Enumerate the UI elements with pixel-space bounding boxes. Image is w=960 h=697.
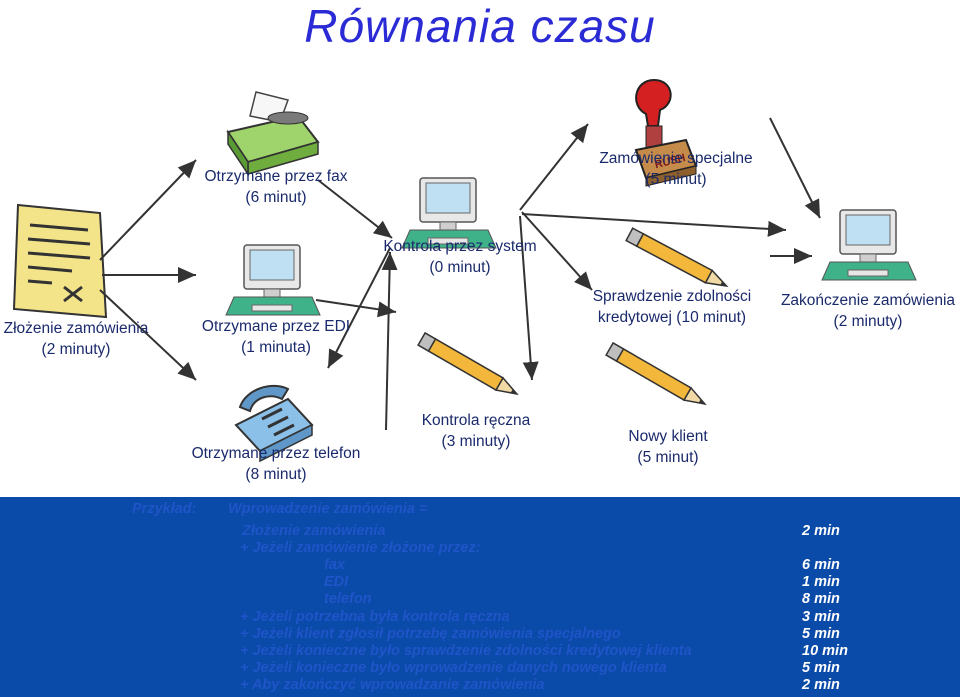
node-label-specjalne: Zamówienie specjalne(5 minut): [599, 150, 753, 188]
computer-icon: [225, 244, 321, 316]
example-row-value: 3 min: [802, 609, 840, 625]
document-icon: [12, 203, 108, 319]
example-label: Przykład:: [132, 501, 197, 517]
flow-diagram: RUSH: [12, 78, 917, 463]
example-row-value: 2 min: [802, 677, 840, 693]
node-label-kontrola-reczna: Kontrola ręczna(3 minuty): [421, 412, 531, 450]
flow-arrows: [99, 117, 821, 431]
example-row-value: 5 min: [802, 626, 840, 642]
example-row: Złożenie zamówienia: [242, 523, 386, 539]
pencil-icon: [605, 342, 710, 411]
example-panel: Przykład: Wprowadzenie zamówienia = Złoż…: [0, 497, 960, 697]
example-row: + Jeżeli zamówienie złożone przez:: [240, 540, 481, 556]
node-label-zlozenie: Złożenie zamówienia(2 minuty): [3, 320, 149, 358]
example-row-value: 5 min: [802, 660, 840, 676]
example-row: + Jeżeli konieczne było sprawdzenie zdol…: [240, 643, 692, 659]
node-label-nowy-klient: Nowy klient(5 minut): [628, 428, 708, 466]
page-title: Równania czasu: [304, 0, 656, 52]
rush-stamp-icon: RUSH: [634, 78, 698, 187]
example-row: + Jeżeli potrzebna była kontrola ręczna: [240, 609, 510, 625]
example-row: fax: [324, 557, 345, 573]
node-label-kontrola-system: Kontrola przez system(0 minut): [383, 238, 537, 276]
example-row-value: 8 min: [802, 591, 840, 607]
example-row: EDI: [324, 574, 349, 590]
node-label-fax: Otrzymane przez fax(6 minut): [204, 168, 348, 206]
example-row: telefon: [324, 591, 372, 607]
example-row: + Aby zakończyć wprowadzanie zamówienia: [240, 677, 545, 693]
node-label-edi: Otrzymane przez EDI(1 minuta): [201, 318, 351, 356]
example-heading: Wprowadzenie zamówienia =: [228, 501, 428, 517]
computer-icon: [821, 209, 917, 281]
fax-machine-icon: [226, 91, 320, 177]
telephone-icon: [234, 384, 314, 463]
node-label-telefon: Otrzymane przez telefon(8 minut): [191, 445, 361, 483]
example-row: + Jeżeli klient zgłosił potrzebę zamówie…: [240, 626, 621, 642]
example-row-value: 6 min: [802, 557, 840, 573]
example-row-value: 1 min: [802, 574, 840, 590]
pencil-icon: [625, 227, 731, 293]
pencil-icon: [417, 332, 522, 401]
example-row: + Jeżeli konieczne było wprowadzenie dan…: [240, 660, 667, 676]
node-label-zakonczenie: Zakończenie zamówienia(2 minuty): [780, 292, 956, 330]
example-row-value: 2 min: [802, 523, 840, 539]
example-row-value: 10 min: [802, 643, 848, 659]
